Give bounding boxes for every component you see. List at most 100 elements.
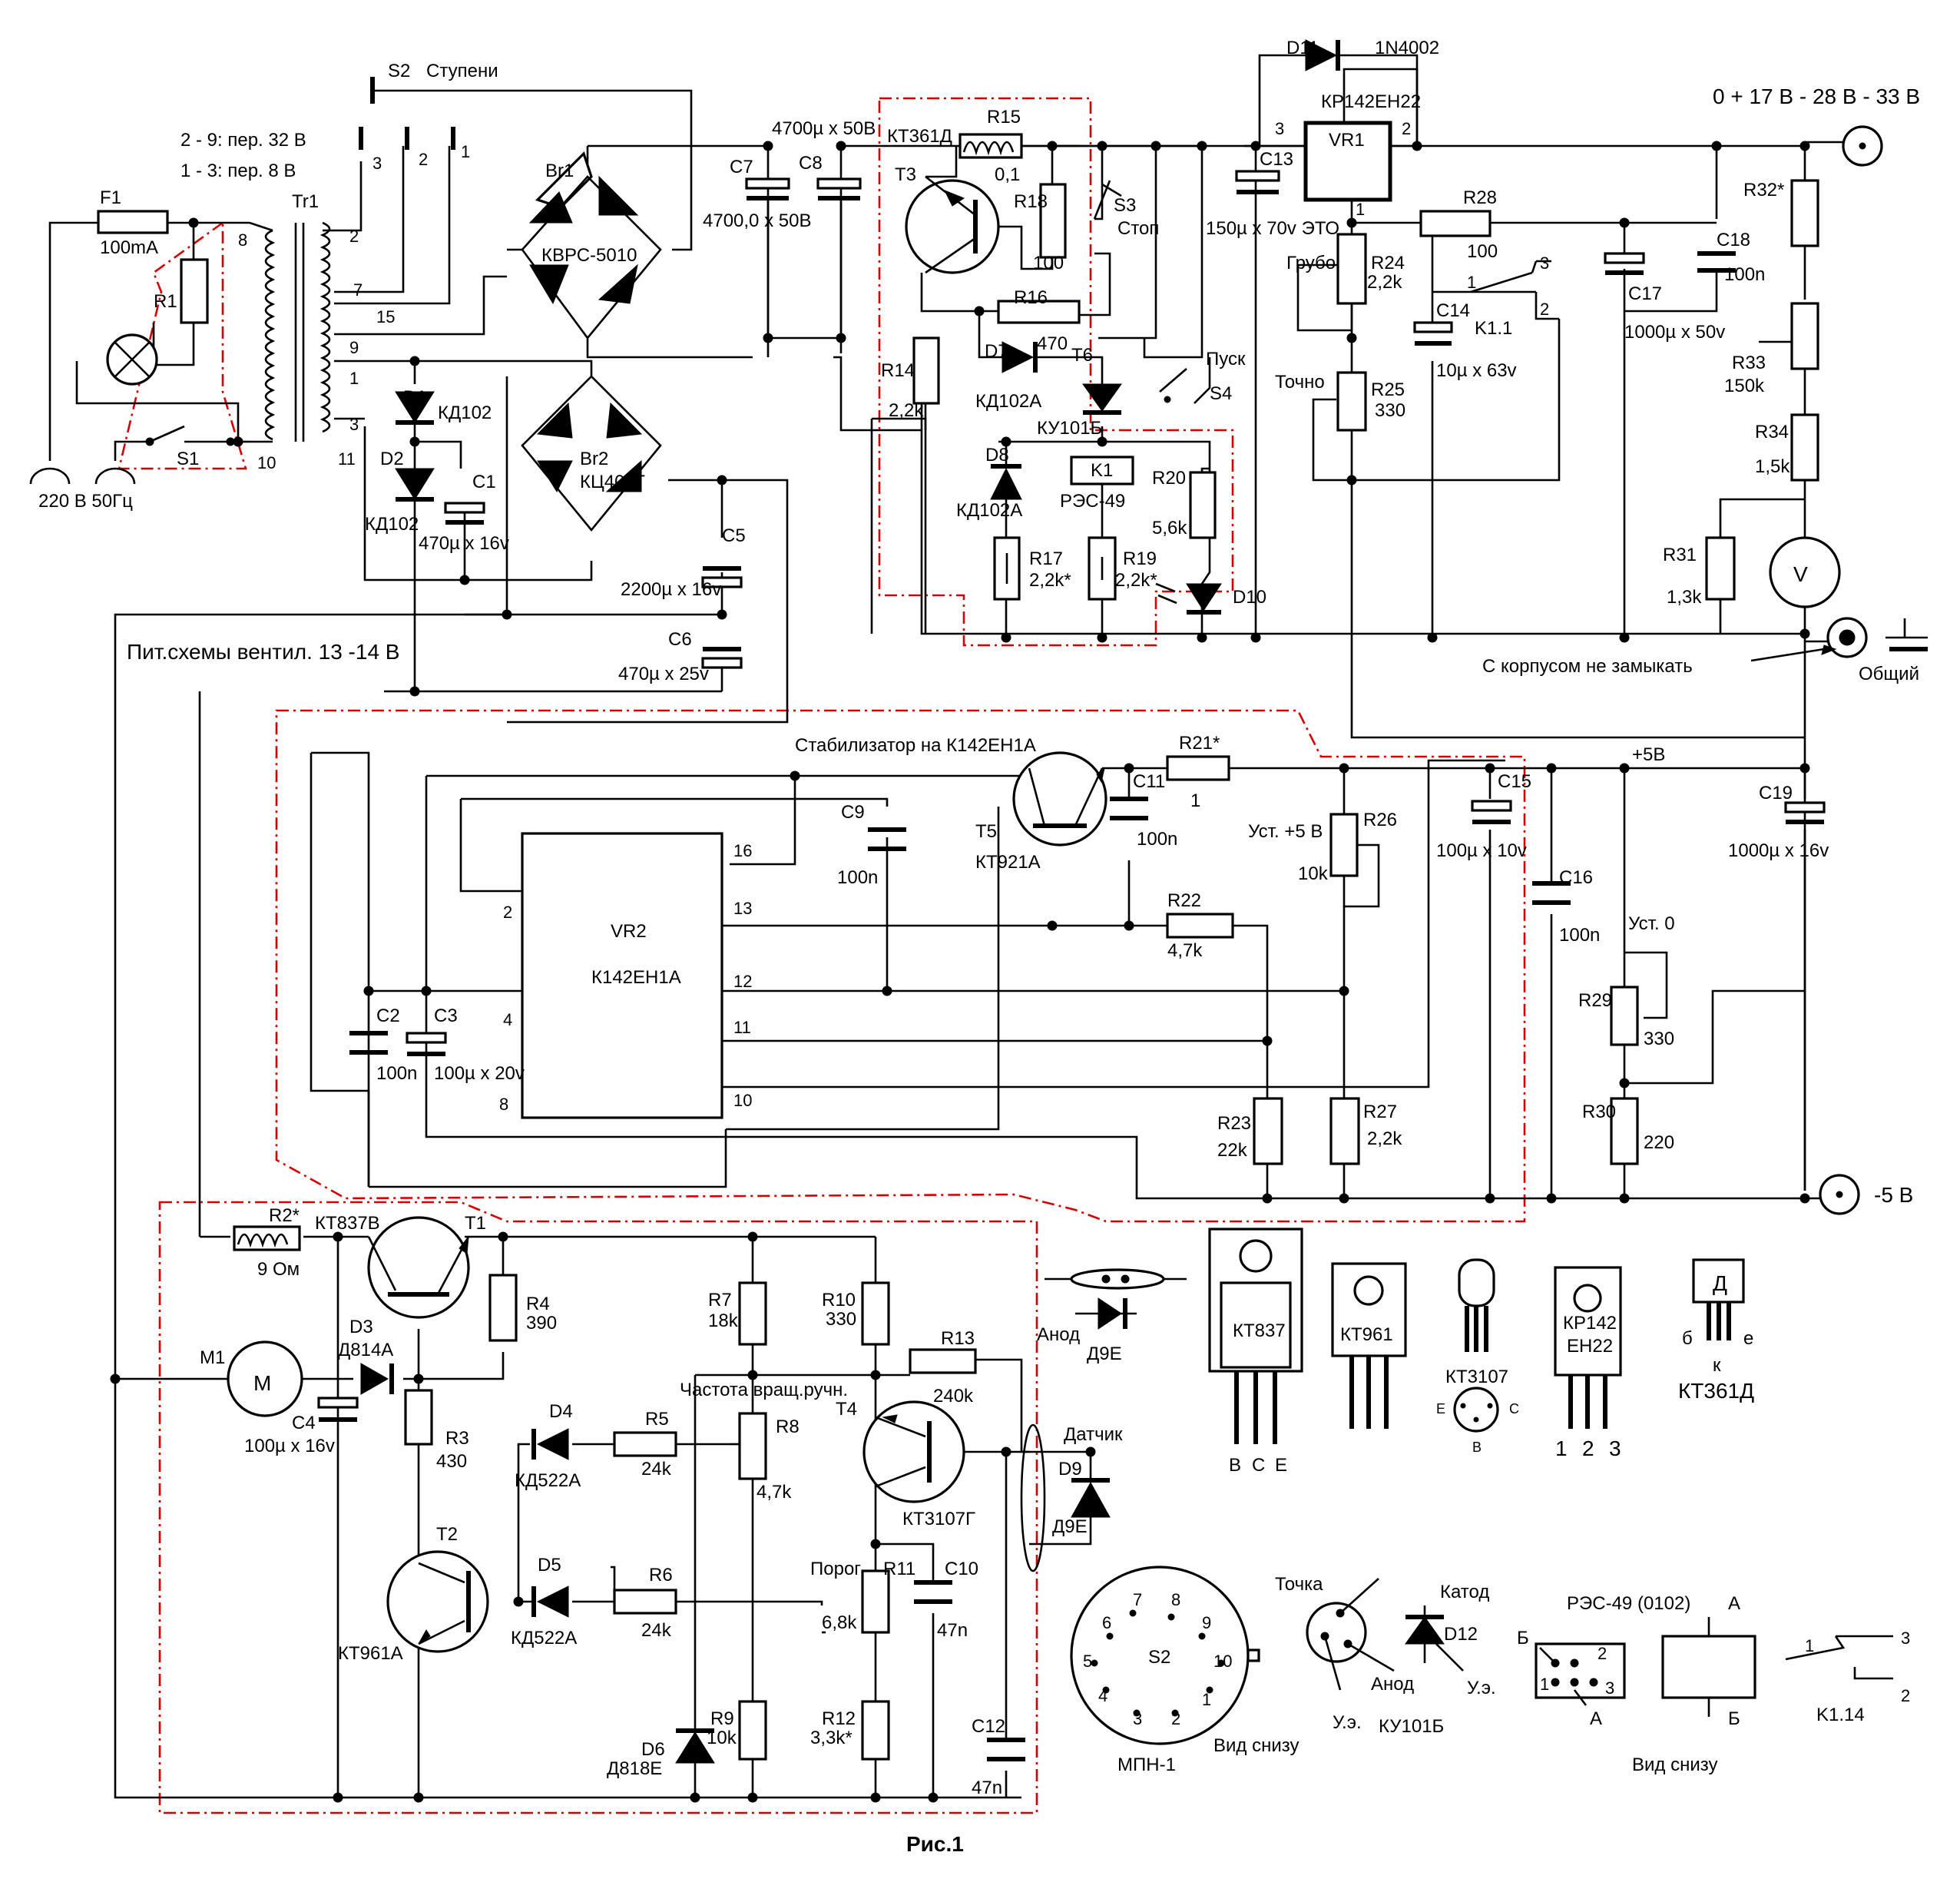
label-legend-mpn_pins-1: 8: [1171, 1590, 1180, 1609]
stab-note: Стабилизатор на К142ЕН1А: [795, 735, 1036, 756]
label-legend-ue2: У.э.: [1467, 1678, 1496, 1698]
label-parts-r32: R32*: [1743, 180, 1784, 200]
label-legend-kt361: КТ361Д: [1678, 1379, 1754, 1403]
label-parts-r7v: 18k: [708, 1310, 739, 1331]
label-parts-s2v: Ступени: [426, 61, 498, 81]
label-pins-tr-5: 1: [349, 369, 359, 388]
label-parts-d8: D8: [985, 445, 1009, 466]
label-pins-vr2-5: 11: [733, 1018, 751, 1037]
label-parts-d3v: Д814А: [338, 1340, 393, 1360]
label-parts-r1: R1: [154, 291, 177, 312]
label-pins-vr2-1: 2: [503, 903, 512, 922]
label-parts-r18v: 100: [1033, 253, 1064, 273]
label-parts-c15: C15: [1498, 771, 1531, 792]
label-legend-d9e: Д9Е: [1087, 1344, 1122, 1364]
label-parts-s4: S4: [1210, 383, 1232, 404]
labels: Рис.1 0 + 17 В - 28 В - 33 В -5 В Общий …: [38, 38, 1920, 1856]
label-pins-vr1-1: 2: [1402, 119, 1411, 138]
label-parts-r28: R28: [1463, 187, 1497, 208]
label-parts-c5: C5: [722, 525, 746, 546]
label-parts-c7v: 4700,0 x 50В: [703, 210, 811, 231]
label-parts-c10: C10: [945, 1559, 978, 1579]
label-legend-d12: D12: [1444, 1624, 1478, 1645]
label-parts-d1: D1: [403, 387, 427, 408]
label-legend-kp142a: КР142: [1563, 1313, 1617, 1334]
label-parts-m1: M1: [200, 1347, 225, 1368]
label-parts-t2: T2: [436, 1524, 458, 1545]
label-parts-d6v: Д818Е: [607, 1758, 662, 1779]
label-parts-r28v: 100: [1467, 241, 1498, 262]
label-parts-r6: R6: [649, 1565, 673, 1586]
label-pins-vr1-2: 1: [1356, 200, 1365, 219]
label-legend-mpn_pins-6: 4: [1098, 1686, 1107, 1705]
label-parts-c9: C9: [841, 802, 865, 823]
label-parts-r11v: 6,8k: [822, 1612, 857, 1633]
label-parts-c3v: 100µ x 20v: [434, 1063, 525, 1084]
label-legend-pins_123-1: 2: [1582, 1436, 1594, 1460]
mains-label: 220 В 50Гц: [38, 491, 133, 512]
label-parts-d11v: 1N4002: [1375, 38, 1439, 58]
label-parts-r33: R33: [1732, 353, 1766, 373]
label-pins-tr-2: 7: [353, 280, 363, 300]
label-parts-t5: T5: [975, 821, 997, 842]
label-legend-pins_361-2: е: [1743, 1328, 1753, 1349]
label-parts-r21: R21*: [1179, 733, 1220, 754]
label-parts-c10v: 47n: [937, 1620, 968, 1641]
sensor-label: Датчик: [1064, 1424, 1123, 1445]
label-parts-t3: T3: [895, 164, 916, 185]
label-parts-vr1: VR1: [1329, 130, 1365, 151]
label-parts-r16v: 470: [1037, 333, 1068, 354]
label-legend-mpn_pins-0: 7: [1133, 1590, 1142, 1609]
label-parts-d7v: КД102А: [975, 391, 1041, 412]
label-parts-d8v: КД102А: [956, 500, 1022, 521]
label-parts-vr1v: КР142ЕН22: [1321, 91, 1421, 112]
label-parts-r25v: 330: [1375, 400, 1405, 421]
components: [29, 39, 1928, 1764]
label-parts-t4: T4: [836, 1399, 857, 1420]
label-pins-vr2-7: 10: [733, 1091, 752, 1110]
label-parts-c4v: 100µ x 16v: [244, 1436, 335, 1456]
label-parts-c12: C12: [972, 1716, 1005, 1737]
label-parts-r2: R2*: [269, 1205, 300, 1226]
label-parts-c3: C3: [434, 1006, 458, 1026]
junctions: [110, 141, 1810, 1803]
label-parts-vr2v: К142ЕН1А: [591, 967, 681, 988]
label-parts-s3: S3: [1114, 195, 1136, 216]
label-parts-r16: R16: [1014, 287, 1048, 308]
label-parts-r23v: 22k: [1217, 1140, 1248, 1161]
label-parts-set0: Уст. 0: [1628, 913, 1675, 934]
label-parts-c8v: 4700µ x 50В: [772, 118, 876, 139]
label-pins-s2-1: 2: [419, 150, 428, 169]
label-parts-tap_note2: 1 - 3: пер. 8 В: [180, 161, 296, 181]
label-legend-cathode: Катод: [1440, 1582, 1489, 1602]
label-parts-c17v: 1000µ x 50v: [1624, 322, 1725, 343]
label-parts-r13v: 240k: [933, 1386, 974, 1407]
label-parts-mv: M: [253, 1371, 271, 1395]
label-parts-r14v: 2,2k: [889, 400, 924, 421]
label-parts-r31: R31: [1663, 545, 1697, 565]
label-parts-r34: R34: [1755, 422, 1789, 442]
label-pins-k114-1: 3: [1901, 1629, 1910, 1648]
label-parts-r31v: 1,3k: [1667, 587, 1702, 608]
label-pins-tr-8: 10: [257, 453, 276, 472]
label-legend-anode2: Анод: [1371, 1674, 1414, 1695]
label-parts-r13: R13: [941, 1328, 975, 1349]
label-parts-r5v: 24k: [641, 1459, 672, 1479]
label-parts-d3: D3: [349, 1317, 373, 1337]
label-parts-k11: K1.1: [1475, 318, 1512, 339]
freq-manual-label: Частота вращ.ручн.: [680, 1380, 848, 1400]
label-parts-s3v: Стоп: [1117, 218, 1159, 239]
pinout-legend: [1045, 1228, 1893, 1745]
label-parts-d11: D11: [1286, 38, 1319, 58]
label-parts-f1v: 100mA: [100, 237, 158, 258]
label-parts-c6: C6: [668, 629, 692, 650]
label-legend-a: А: [1728, 1593, 1740, 1614]
label-legend-pins_bce-2: E: [1275, 1455, 1287, 1476]
label-legend-ecb-2: C: [1509, 1401, 1519, 1417]
label-pins-res-1: 1: [1540, 1675, 1549, 1694]
label-parts-c2v: 100n: [376, 1063, 417, 1084]
label-parts-r15v: 0,1: [995, 164, 1020, 185]
output-range-label: 0 + 17 В - 28 В - 33 В: [1713, 84, 1920, 108]
label-parts-c17: C17: [1628, 283, 1662, 304]
label-parts-r24: R24: [1371, 253, 1405, 273]
